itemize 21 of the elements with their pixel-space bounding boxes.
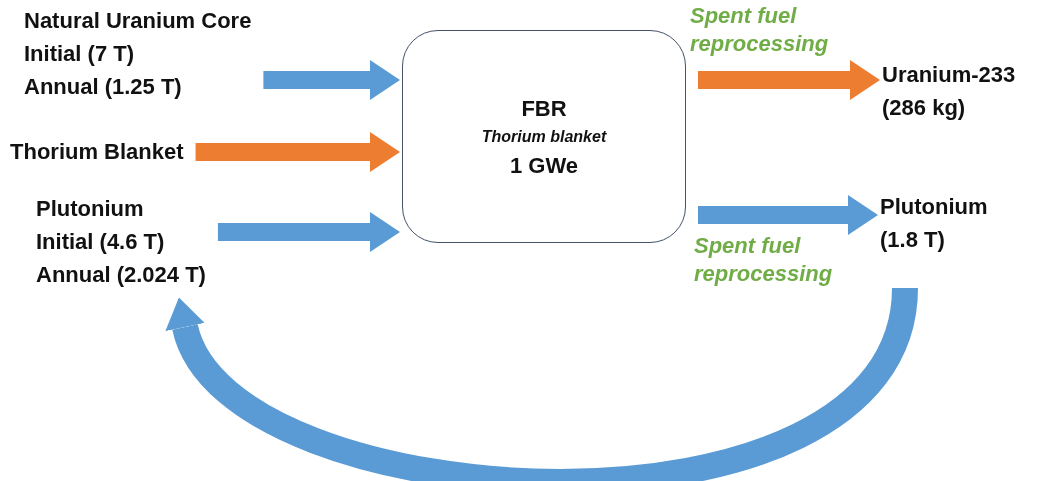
node-label: Initial (4.6 T) (36, 228, 166, 256)
reactor-label: FBR (521, 94, 567, 123)
node-label: Natural Uranium Core (24, 7, 252, 35)
node-label: Plutonium (36, 195, 145, 223)
node-label: Thorium Blanket (10, 138, 184, 166)
block-arrow (195, 132, 400, 172)
block-arrow (698, 60, 880, 100)
subtitle: Thorium blanket (481, 126, 607, 147)
node-label: Uranium-233 (286 kg) (882, 61, 1017, 122)
node-label: Annual (2.024 T) (36, 261, 206, 289)
node-label: Initial (7 T) (24, 40, 135, 68)
curved-arrow (167, 285, 918, 481)
node-label: Annual (1.25 T) (24, 73, 183, 101)
block-arrow (217, 212, 400, 252)
reactor-box (402, 30, 686, 243)
node-label: Plutonium (1.8 T) (880, 193, 989, 254)
block-arrow (698, 195, 878, 235)
edge-label: Spent fuel reprocessing (690, 2, 830, 58)
block-arrow (263, 60, 400, 100)
edge-label: Spent fuel reprocessing (694, 232, 834, 288)
reactor-label: 1 GWe (509, 151, 579, 180)
